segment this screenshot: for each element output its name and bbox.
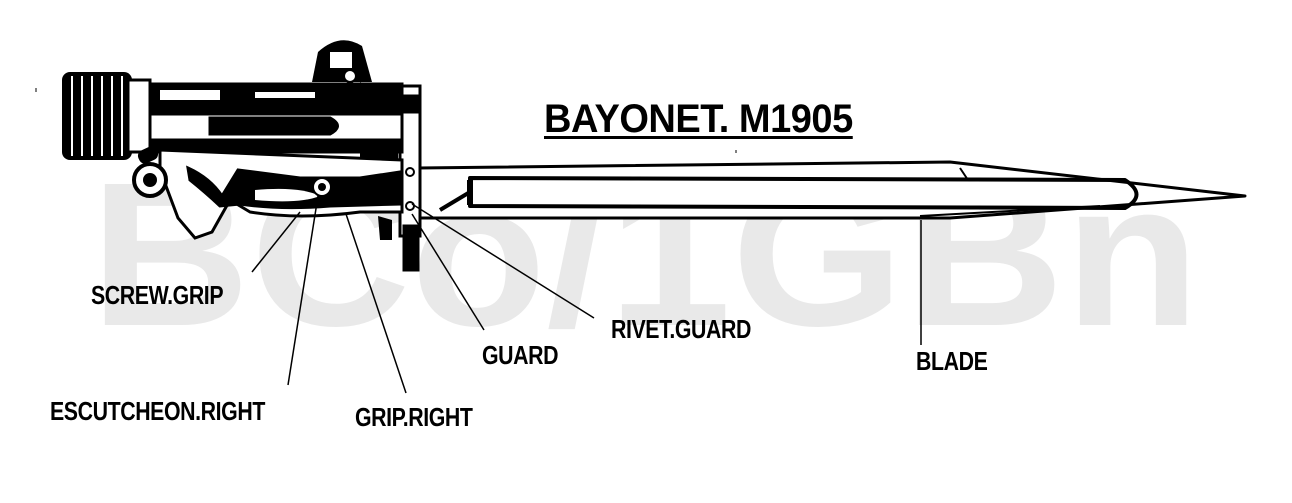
label-screw-grip: SCREW.GRIP <box>91 280 224 310</box>
escutcheon-right <box>312 177 332 197</box>
grip-body <box>148 82 404 154</box>
diagram-title: BAYONET. M1905 <box>544 97 853 141</box>
leader-lines <box>251 195 922 394</box>
pommel <box>62 72 152 160</box>
label-blade: BLADE <box>916 346 988 376</box>
label-rivet-guard: RIVET.GUARD <box>611 314 752 344</box>
label-escutcheon-right: ESCUTCHEON.RIGHT <box>50 396 265 426</box>
label-grip-right: GRIP.RIGHT <box>355 402 473 432</box>
label-guard: GUARD <box>482 340 559 370</box>
grip-right <box>158 148 404 240</box>
latch-spring <box>132 146 168 198</box>
